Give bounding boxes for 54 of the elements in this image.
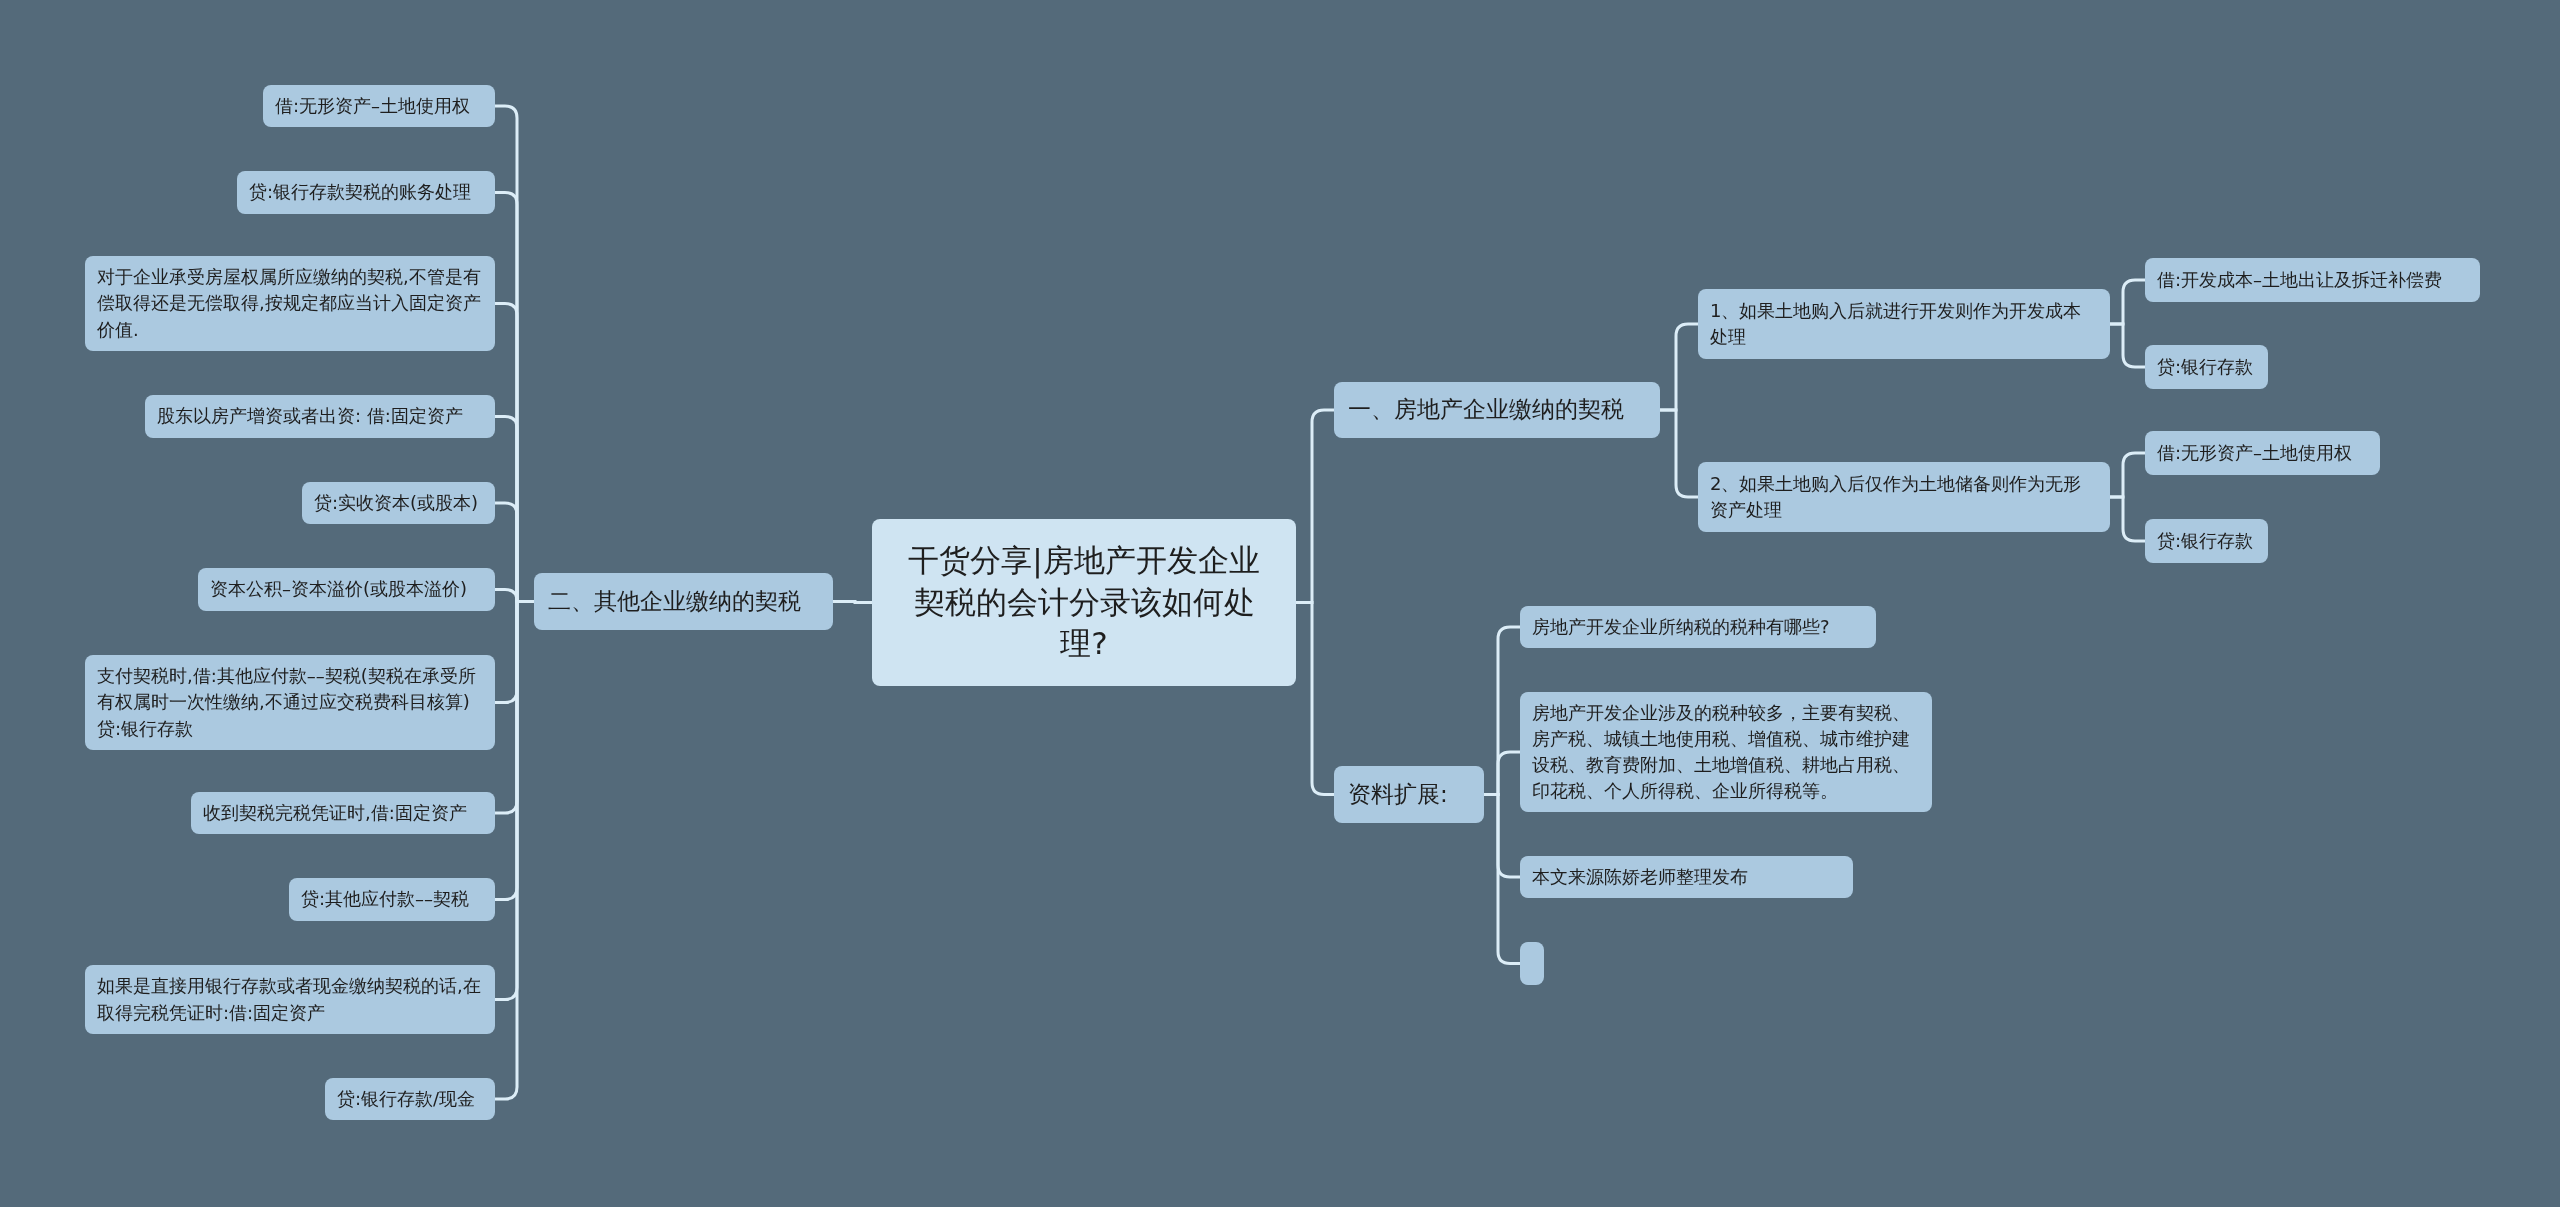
topic-text: 本文来源陈娇老师整理发布 [1532, 865, 1748, 889]
subtopic-box [289, 878, 495, 921]
subtopic-box [237, 171, 495, 214]
connector-line [1660, 408, 1698, 499]
topic-text: 房地产开发企业涉及的税种较多，主要有契税、房产税、城镇土地使用税、增值税、城市维护建设税、教育费附加、土地增值税、耕地占用税、印花税、个人所得税、企业所得税等。 [1532, 701, 1911, 804]
subtopic-box [1698, 289, 2110, 359]
subtopic-box [85, 965, 495, 1034]
subtopic-box [2145, 519, 2268, 563]
connector-line [2110, 495, 2145, 543]
topic-text: 2、如果土地购入后仅作为土地储备则作为无形资产处理 [1710, 471, 2083, 522]
branch-topic-box [534, 573, 833, 630]
subtopic-box [85, 655, 495, 750]
subtopic-box [2145, 258, 2480, 302]
topic-text: 贷:银行存款 [2157, 528, 2254, 553]
subtopic-box [1520, 692, 1932, 813]
topic-text: 借:开发成本–土地出让及拆迁补偿费 [2157, 267, 2443, 292]
topic-text: 一、房地产企业缴纳的契税 [1348, 395, 1624, 425]
topic-text: 贷:银行存款 [2157, 354, 2254, 379]
topic-text: 贷:实收资本(或股本) [314, 491, 479, 515]
connector-line [2110, 322, 2145, 369]
topic-text: 资料扩展: [1348, 779, 1448, 809]
topic-text: 贷:银行存款/现金 [337, 1087, 476, 1111]
topic-text: 二、其他企业缴纳的契税 [548, 586, 801, 616]
subtopic-box [1698, 462, 2110, 532]
branch-topic-box [1334, 382, 1660, 438]
topic-text: 支付契税时,借:其他应付款––契税(契税在承受所有权属时一次性缴纳,不通过应交税费科目核算) 贷:银行存款 [97, 664, 477, 741]
topic-text: 借:无形资产–土地使用权 [2157, 440, 2353, 465]
subtopic-box [1520, 606, 1876, 649]
connector-line [1296, 601, 1334, 796]
subtopic-box [263, 85, 495, 128]
central-topic-box [872, 519, 1296, 686]
topic-text: 1、如果土地购入后就进行开发则作为开发成本处理 [1710, 298, 2083, 349]
topic-text: 贷:银行存款契税的账务处理 [249, 180, 472, 205]
subtopic-box [191, 792, 495, 835]
topic-text: 如果是直接用银行存款或者现金缴纳契税的话,在取得完税凭证时:借:固定资产 [97, 974, 482, 1025]
connector-line [833, 600, 872, 604]
subtopic-box [2145, 431, 2380, 475]
subtopic-box [302, 482, 495, 525]
subtopic-box [145, 395, 495, 438]
topic-text: 收到契税完税凭证时,借:固定资产 [203, 801, 467, 825]
topic-text: 资本公积–资本溢价(或股本溢价) [210, 577, 468, 602]
topic-text: 借:无形资产–土地使用权 [275, 94, 471, 118]
subtopic-box [2145, 345, 2268, 389]
subtopic-box [198, 568, 495, 611]
topic-text: 干货分享|房地产开发企业契税的会计分录该如何处理? [907, 540, 1261, 664]
topic-text: 股东以房产增资或者出资: 借:固定资产 [157, 404, 463, 429]
topic-text: 房地产开发企业所纳税的税种有哪些? [1532, 615, 1830, 639]
subtopic-box [325, 1078, 495, 1121]
branch-topic-box [1334, 766, 1484, 823]
topic-text: 贷:其他应付款––契税 [301, 887, 470, 912]
empty-topic-box [1520, 942, 1544, 985]
topic-text: 对于企业承受房屋权属所应缴纳的契税,不管是有偿取得还是无偿取得,按规定都应当计入固定资产价值. [97, 265, 482, 342]
subtopic-box [1520, 856, 1853, 899]
subtopic-box [85, 256, 495, 351]
